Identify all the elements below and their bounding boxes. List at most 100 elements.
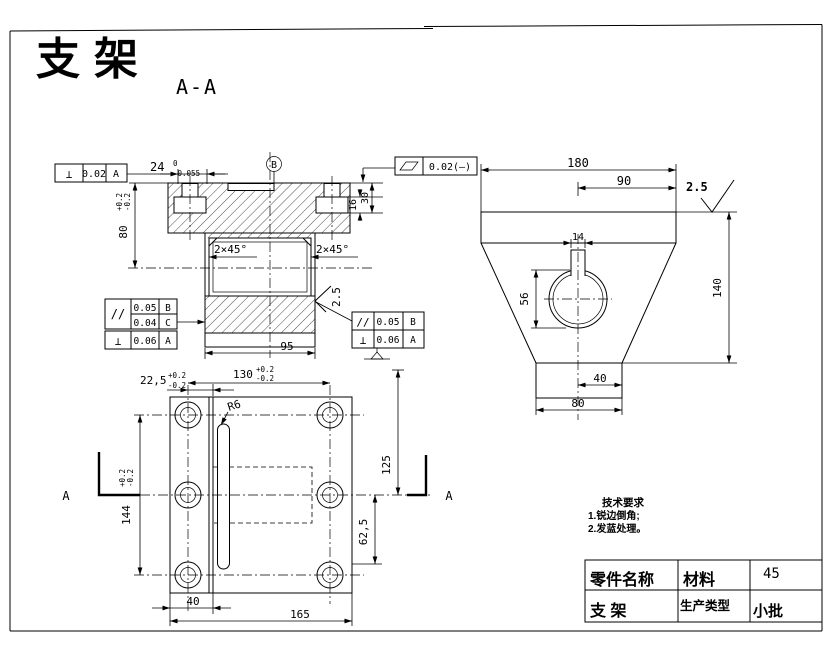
center-recess (227, 183, 275, 191)
fcf-perpendicularity-right: ⊥ 0.06 A (351, 329, 425, 360)
svg-text:40: 40 (593, 372, 606, 385)
front-view: 180 90 2.5 140 14 (480, 156, 737, 420)
svg-text:2.5: 2.5 (686, 180, 708, 194)
svg-text:144: 144 (120, 505, 133, 525)
svg-text:A: A (62, 489, 70, 503)
svg-text:125: 125 (380, 455, 393, 475)
production-type-label: 生产类型 (680, 598, 731, 613)
title-block: 零件名称 材料 45 支 架 生产类型 小批 (584, 559, 823, 623)
roughness-icon (314, 285, 332, 313)
clamp-slot (570, 249, 586, 276)
svg-text:-0.2: -0.2 (123, 193, 132, 211)
chamfer-note-left: 2×45° (209, 243, 257, 260)
dim-40-front: 40 (578, 372, 622, 388)
tech-notes: 技术要求 1.锐边倒角; 2.发蓝处理。 (588, 496, 646, 535)
svg-text:-0.2: -0.2 (256, 374, 274, 383)
radius-note: R6 (220, 397, 243, 426)
tech-note-1: 1.锐边倒角; (588, 509, 640, 522)
svg-text:90: 90 (617, 174, 631, 188)
dim-30: 30 (360, 183, 375, 213)
bolt-holes (174, 401, 344, 589)
section-cut-left: A (62, 452, 140, 503)
svg-text:R6: R6 (226, 397, 243, 413)
svg-text:-0.2: -0.2 (168, 381, 186, 390)
section-view: 24 0 -0.055 80 +0.2 -0.2 16 30 (54, 152, 478, 360)
svg-text:0.05: 0.05 (377, 317, 400, 328)
svg-text:0.04: 0.04 (134, 318, 157, 329)
dim-95: 95 (204, 340, 316, 359)
svg-text:+0.2: +0.2 (118, 469, 127, 487)
svg-text:62,5: 62,5 (357, 519, 370, 546)
dim-80-front: 80 (535, 397, 623, 415)
svg-text:+0.2: +0.2 (256, 365, 274, 374)
bore (208, 237, 312, 297)
base-block (535, 362, 623, 399)
svg-text:B: B (271, 160, 277, 171)
svg-text:-0.055: -0.055 (173, 169, 200, 178)
drawing-border (9, 24, 823, 632)
svg-text:80: 80 (571, 397, 584, 410)
svg-text:2×45°: 2×45° (214, 243, 247, 256)
dim-24: 24 0 -0.055 (127, 159, 228, 184)
dim-180: 180 (480, 156, 677, 212)
plan-view: R6 22,5 +0.2 -0.2 130 +0.2 -0.2 144 (62, 365, 453, 626)
svg-text:2×45°: 2×45° (316, 243, 349, 256)
dim-56: 56 (518, 269, 570, 329)
svg-text:165: 165 (290, 608, 310, 621)
fcf-perpendicularity-top: ⊥ 0.02 A (54, 163, 128, 183)
dim-80: 80 +0.2 -0.2 (115, 182, 168, 268)
parallelism-icon: // (111, 307, 125, 321)
fcf-parallelism-left: // 0.05 B 0.04 C (104, 298, 178, 330)
svg-text:14: 14 (572, 232, 584, 243)
svg-text:A: A (165, 336, 171, 347)
perpendicularity-icon: ⊥ (115, 335, 122, 348)
svg-text:A: A (410, 335, 416, 346)
dim-165: 165 (170, 593, 353, 626)
part-name-label: 零件名称 (589, 570, 654, 589)
svg-text:95: 95 (280, 340, 293, 353)
svg-text:0: 0 (173, 159, 178, 168)
svg-text:0.02: 0.02 (82, 169, 106, 180)
svg-text:130: 130 (233, 368, 253, 381)
dim-62-5: 62,5 (352, 495, 382, 565)
svg-text:-0.2: -0.2 (126, 469, 135, 487)
dim-130: 130 +0.2 -0.2 (188, 365, 330, 386)
dim-140: 140 (622, 211, 737, 364)
svg-text:16: 16 (348, 199, 359, 211)
tech-notes-heading: 技术要求 (602, 496, 644, 509)
svg-text:22,5: 22,5 (140, 374, 167, 387)
dim-14: 14 (558, 232, 598, 248)
flatness-icon (399, 161, 419, 171)
perpendicularity-icon: ⊥ (66, 168, 73, 181)
svg-text:0.06: 0.06 (134, 336, 157, 347)
fcf-perpendicularity-left: ⊥ 0.06 A (104, 319, 205, 350)
production-type-value: 小批 (753, 602, 783, 620)
svg-text:2.5: 2.5 (330, 287, 343, 307)
part-name-value: 支 架 (589, 601, 626, 620)
svg-text:0.02(—): 0.02(—) (429, 162, 471, 173)
fcf-parallelism-right: 2.5 // 0.05 B (314, 285, 425, 331)
svg-text:A: A (113, 169, 119, 180)
perpendicularity-icon: ⊥ (360, 334, 367, 347)
svg-text:30: 30 (360, 192, 371, 204)
svg-text:B: B (410, 317, 416, 328)
dim-22-5: 22,5 +0.2 -0.2 (140, 371, 234, 396)
material-label: 材料 (683, 570, 715, 589)
part-title: 支架 (36, 35, 152, 84)
material-value: 45 (763, 566, 780, 582)
svg-text:56: 56 (518, 292, 531, 305)
svg-text:0.05: 0.05 (134, 303, 157, 314)
top-plate (480, 211, 677, 244)
svg-text:40: 40 (186, 595, 199, 608)
roughness-top: 2.5 (686, 179, 735, 213)
svg-text:A: A (445, 489, 453, 503)
dim-40-plan: 40 (152, 593, 231, 626)
parallelism-icon: // (356, 316, 369, 329)
svg-text:140: 140 (711, 278, 724, 298)
chamfer-note-right: 2×45° (311, 243, 358, 260)
svg-text:+0.2: +0.2 (115, 193, 124, 211)
dim-16: 16 (348, 189, 363, 221)
svg-text:C: C (165, 318, 171, 329)
tech-note-2: 2.发蓝处理。 (588, 522, 646, 535)
